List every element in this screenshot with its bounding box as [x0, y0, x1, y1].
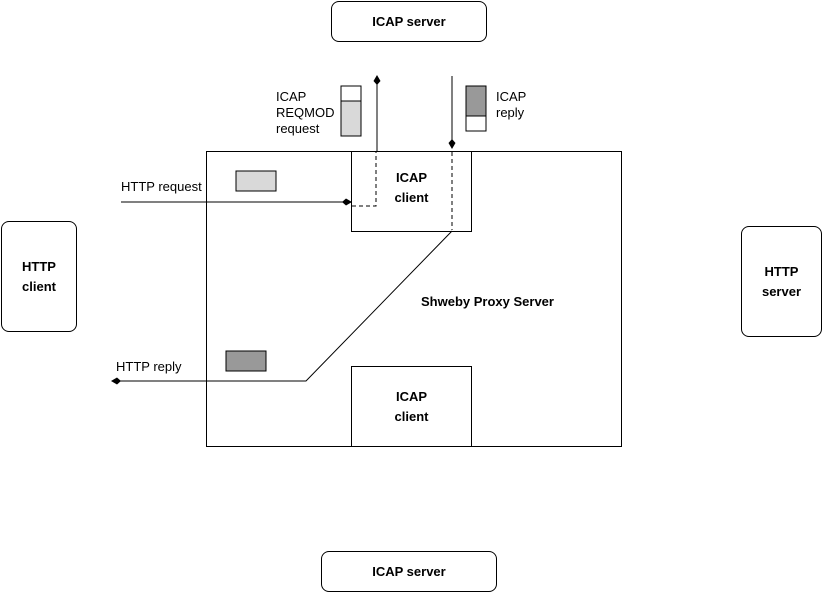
reqmod-message-top	[340, 85, 362, 102]
icap-client-bottom-label: ICAP client	[394, 388, 429, 424]
proxy-server-label: Shweby Proxy Server	[421, 294, 554, 309]
reqmod-request-label: ICAP REQMOD request	[276, 89, 335, 136]
icap-server-top-label: ICAP server	[372, 13, 446, 29]
icap-server-top: ICAP server	[331, 1, 487, 42]
http-request-label: HTTP request	[121, 179, 202, 194]
http-client-label: HTTP client	[22, 258, 56, 294]
icap-reply-label: ICAP reply	[496, 89, 527, 120]
icap-reply-message-body	[465, 85, 487, 117]
icap-client-top: ICAP client	[351, 151, 472, 232]
reqmod-message-body	[340, 100, 362, 137]
http-request-message-icon	[235, 170, 277, 192]
http-reply-message-icon	[225, 350, 267, 372]
http-client: HTTP client	[1, 221, 77, 332]
reqmod-dashed-path	[352, 152, 377, 207]
icap-client-top-label: ICAP client	[394, 170, 429, 205]
http-server: HTTP server	[741, 226, 822, 337]
http-reply-path	[111, 230, 453, 385]
icap-server-bottom: ICAP server	[321, 551, 497, 592]
icap-server-bottom-label: ICAP server	[372, 563, 446, 579]
icap-client-bottom: ICAP client	[351, 366, 472, 447]
http-reply-label: HTTP reply	[116, 359, 182, 374]
http-server-label: HTTP server	[761, 263, 802, 299]
icap-reply-message-bottom	[465, 115, 487, 132]
